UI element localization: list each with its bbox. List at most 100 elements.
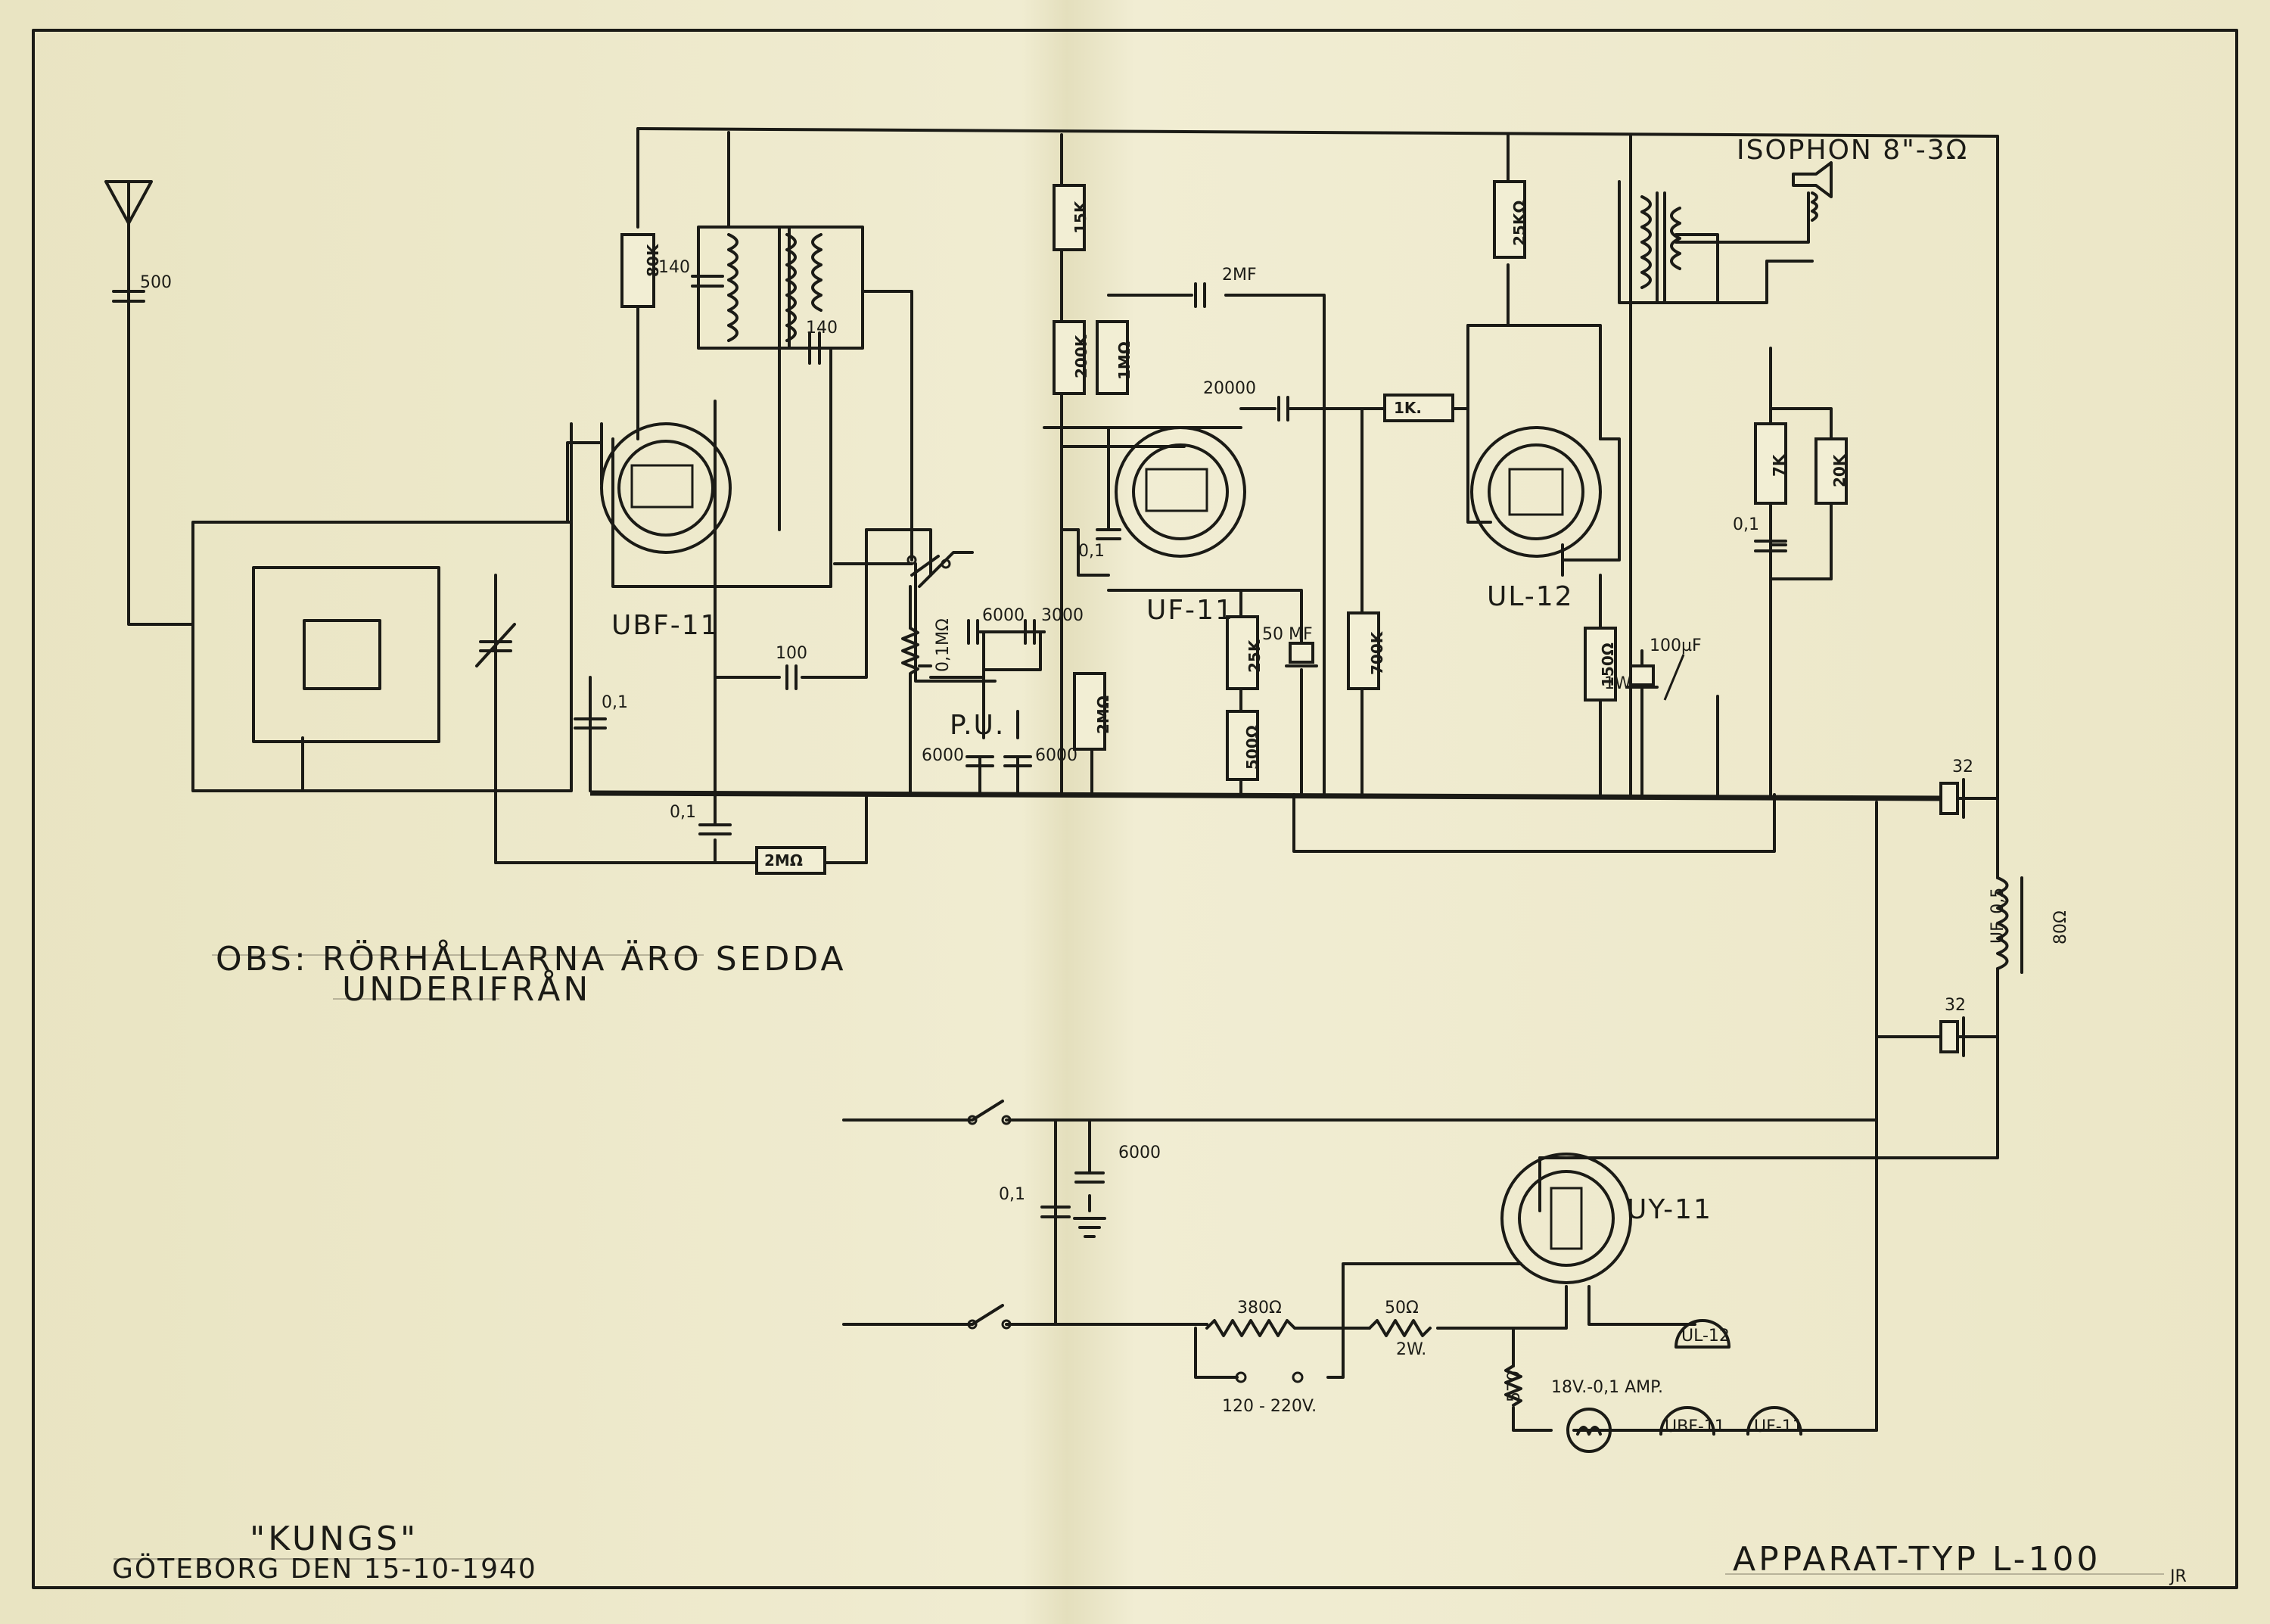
ground-symbol [1073,1217,1106,1238]
capacitor-01-uf [1096,528,1121,540]
coil-if-1 [727,233,739,342]
note-line-2: UNDERIFRÅN [342,969,591,1009]
maker-name: "KUNGS" [250,1520,418,1558]
tube-uf11 [1115,426,1246,558]
tube-ul12 [1470,426,1602,558]
capacitor-20000 [1277,396,1289,422]
label-choke-r: 80Ω [2051,910,2070,944]
resistor-80k [620,233,655,308]
speaker-icon [1792,161,1833,222]
label-7k: 7K [1770,453,1788,477]
tube-ubf11 [600,422,732,554]
resistor-1k [1383,394,1454,422]
label-140b: 140 [806,319,838,338]
capacitor-6000a [967,619,979,645]
resistor-20k [1814,437,1848,505]
label-01-mains: 0,1 [999,1185,1025,1204]
potentiometer-volume [901,627,932,690]
voltage-selector [1235,1371,1304,1383]
label-100uf: 100µF [1650,636,1702,655]
resistor-380ohm [1205,1319,1304,1337]
label-01-uf: 0,1 [1078,542,1105,561]
label-voltage: 120 - 220V. [1222,1397,1317,1416]
label-1mohm: 1MΩ [1115,341,1133,380]
label-6000b: 6000 [922,746,964,765]
label-2mohm-mid: 2MΩ [1094,695,1112,734]
resistor-15k [1053,184,1086,251]
model-title: APPARAT-TYP L-100 [1733,1540,2101,1579]
capacitor-50mf [1285,642,1318,667]
label-18v-lamp: 18V.-0,1 AMP. [1551,1378,1663,1397]
signature: JR [2169,1567,2187,1586]
label-6000a: 6000 [982,606,1025,625]
lamp-uf11 [1746,1406,1802,1436]
capacitor-32a [1939,778,1965,819]
antenna-symbol [104,180,153,289]
capacitor-100 [785,664,798,690]
label-choke: UF. 0,5 [1989,888,2007,944]
resistor-25kohm [1493,180,1526,259]
capacitor-140b [808,331,821,365]
capacitor-01-right [1754,540,1787,552]
resistor-2mohm-mid [1073,672,1106,751]
label-700k: 700K [1368,630,1386,675]
label-pot: 0,1MΩ [934,618,953,672]
label-25kohm: 25KΩ [1510,201,1528,246]
capacitor-6000b [966,755,994,767]
label-2mohm-bottom: 2MΩ [764,851,803,870]
drawing-border [32,29,2238,1589]
tube-uy11 [1500,1153,1632,1284]
label-50-w: 2W. [1396,1340,1426,1359]
resistor-2mohm-bottom [755,846,826,875]
label-150-w: 1W [1604,674,1631,693]
label-32b: 32 [1945,996,1966,1015]
resistor-150ohm [1584,627,1617,702]
label-lamp-uf11: UF-11 [1754,1417,1803,1436]
resistor-200k [1053,320,1086,395]
capacitor-6000-mains [1074,1171,1105,1184]
capacitor-01-mains [1040,1206,1071,1218]
switch-mains-1 [967,1100,1012,1125]
label-tube-ubf11: UBF-11 [611,610,720,641]
label-6000c: 6000 [1035,746,1077,765]
label-20000: 20000 [1203,379,1256,398]
capacitor-140a [691,275,724,288]
label-pu: P.U. [950,710,1005,741]
capacitor-3000 [1024,619,1036,645]
label-50mf: 50 MF [1262,625,1313,644]
label-500ohm: 500Ω [1243,725,1261,770]
capacitor-antenna [112,290,145,303]
label-570: 570 [1505,1370,1524,1402]
coil-if-2 [785,233,822,342]
label-3000: 3000 [1041,606,1084,625]
label-lamp-ubf11: UBF-11 [1665,1417,1725,1436]
resistor-1mohm [1096,320,1129,395]
label-25k: 25K [1245,639,1264,673]
label-01-bottom: 0,1 [670,803,696,822]
lamp-ul12 [1675,1319,1730,1349]
label-speaker: ISOPHON 8"-3Ω [1737,135,1968,166]
wiring [127,127,1999,1432]
note-line-1: OBS: RÖRHÅLLARNA ÄRO SEDDA [216,938,847,978]
label-tube-uy11: UY-11 [1627,1194,1712,1225]
resistor-25k [1226,615,1259,690]
lamp-ubf11 [1659,1406,1715,1436]
label-tube-uf11: UF-11 [1146,595,1234,626]
label-tube-ul12: UL-12 [1487,581,1574,612]
label-01-right: 0,1 [1733,515,1759,534]
label-140a: 140 [658,258,690,277]
choke [1996,876,2023,974]
capacitor-2mf [1194,282,1206,308]
label-150ohm: 150Ω [1599,642,1617,687]
output-transformer [1640,191,1681,304]
label-80k: 80K [644,243,662,277]
resistor-570 [1504,1364,1522,1407]
label-32a: 32 [1952,758,1973,776]
label-380: 380Ω [1237,1299,1282,1318]
capacitor-6000c [1003,755,1032,767]
label-20k: 20K [1830,453,1849,487]
label-antenna-cap: 500 [140,273,172,292]
switch-mains-2 [967,1304,1012,1330]
resistor-700k [1347,611,1380,690]
